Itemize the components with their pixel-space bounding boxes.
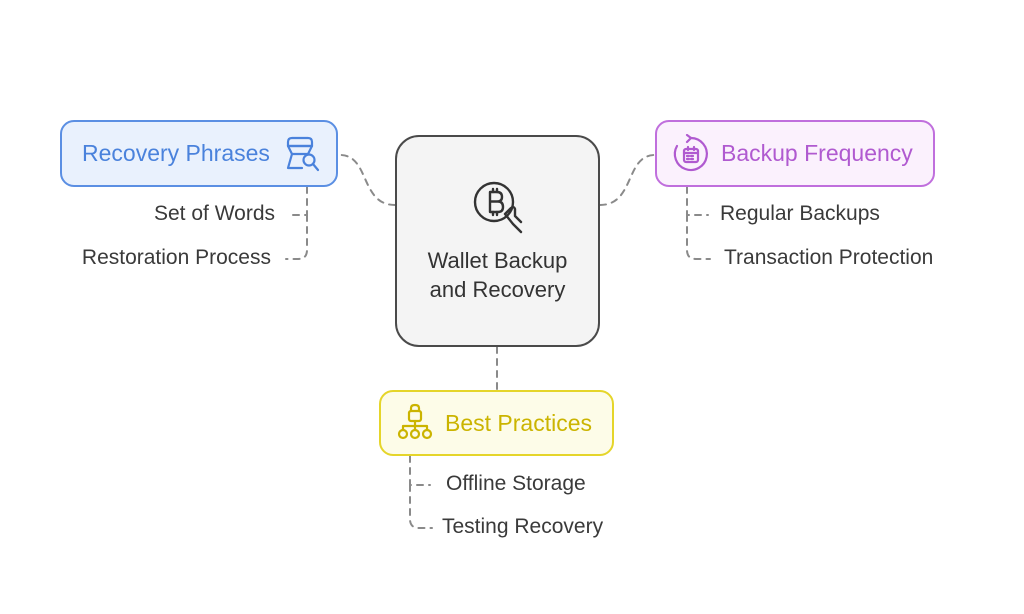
center-title: Wallet Backup and Recovery — [427, 248, 568, 302]
node-recovery-phrases: Recovery Phrases — [60, 120, 338, 187]
lock-network-icon — [397, 403, 433, 440]
node-best-practices-label: Best Practices — [445, 409, 592, 436]
scroll-search-icon — [286, 136, 320, 171]
connector-transaction-protection — [686, 214, 711, 260]
connector-set-of-words — [287, 186, 308, 216]
bitcoin-hand-icon — [473, 181, 522, 234]
branch-set-of-words: Set of Words — [154, 202, 275, 225]
branch-regular-backups: Regular Backups — [720, 202, 880, 225]
center-node: Wallet Backup and Recovery — [395, 135, 600, 347]
branch-testing-recovery: Testing Recovery — [442, 515, 604, 538]
node-recovery-phrases-label: Recovery Phrases — [82, 140, 270, 166]
branch-offline-storage: Offline Storage — [446, 472, 586, 495]
node-best-practices: Best Practices — [379, 390, 614, 456]
branch-restoration-process: Restoration Process — [81, 246, 271, 269]
node-backup-frequency: Backup Frequency — [655, 120, 935, 187]
connector-offline-storage — [409, 455, 431, 486]
connector-restoration — [285, 214, 308, 260]
node-backup-frequency-label: Backup Frequency — [721, 140, 913, 166]
branch-transaction-protection: Transaction Protection — [724, 246, 934, 269]
connector-center-recovery — [339, 154, 396, 206]
calendar-cycle-icon — [673, 133, 708, 171]
connector-center-backup — [599, 154, 656, 206]
connector-testing-recovery — [409, 484, 433, 529]
connector-regular-backups — [686, 186, 709, 216]
